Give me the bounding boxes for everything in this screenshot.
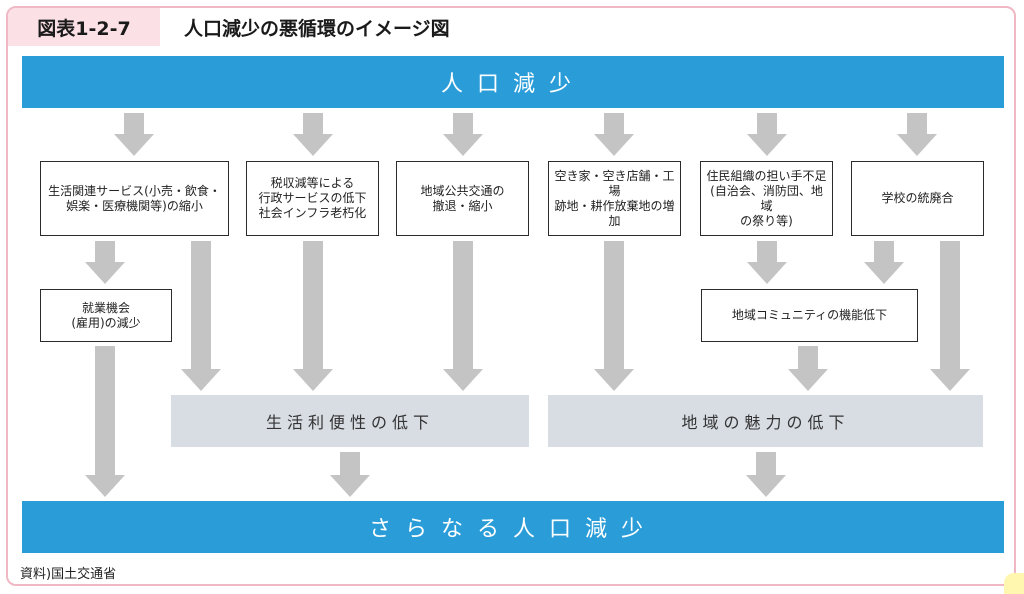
arrow-top-residents-organization [747,113,787,156]
arrow-top-school-merge [897,113,937,156]
arrow-vacant-to-attractiveness [594,241,634,391]
arrow-convenience-to-further-decline [330,452,370,497]
arrow-living-to-employment [85,241,125,284]
arrow-community-to-attractiveness [788,346,828,391]
figure-frame [6,6,1016,586]
arrow-attractiveness-to-further-decline [746,452,786,497]
arrow-top-vacant-land [594,113,634,156]
box-residents-organization: 住民組織の担い手不足 (自治会、消防団、地域 の祭り等) [700,161,833,236]
arrow-employment-to-further-decline [85,346,125,497]
result-convenience-decline: 生活利便性の低下 [171,395,529,447]
result-attractiveness-decline: 地域の魅力の低下 [548,395,983,447]
box-public-transport: 地域公共交通の 撤退・縮小 [396,161,529,236]
population-decline-band: 人口減少 [22,56,1004,108]
figure-label: 図表1-2-7 [8,8,160,46]
box-vacant-land: 空き家・空き店舗・工場 跡地・耕作放棄地の増 加 [548,161,681,236]
box-living-services: 生活関連サービス(小売・飲食・ 娯楽・医療機関等)の縮小 [40,161,229,236]
arrow-tax-to-convenience [293,241,333,391]
box-employment: 就業機会 (雇用)の減少 [40,289,172,342]
box-school-merge: 学校の統廃合 [851,161,984,236]
arrow-residents-to-community [747,241,787,284]
arrow-top-public-transport [443,113,483,156]
box-tax-decline: 税収減等による 行政サービスの低下 社会インフラ老朽化 [246,161,379,236]
source-note: 資料)国土交通省 [20,567,117,582]
arrow-living-to-convenience [181,241,221,391]
further-population-decline-band: さらなる人口減少 [22,501,1004,553]
arrow-top-tax-decline [293,113,333,156]
box-community: 地域コミュニティの機能低下 [701,289,918,342]
corner-marker [1004,573,1024,594]
arrow-top-living-services [114,113,154,156]
figure-title: 人口減少の悪循環のイメージ図 [184,18,450,40]
arrow-school-to-community [864,241,904,284]
arrow-transport-to-convenience [443,241,483,391]
arrow-school-to-attractiveness [930,241,970,391]
